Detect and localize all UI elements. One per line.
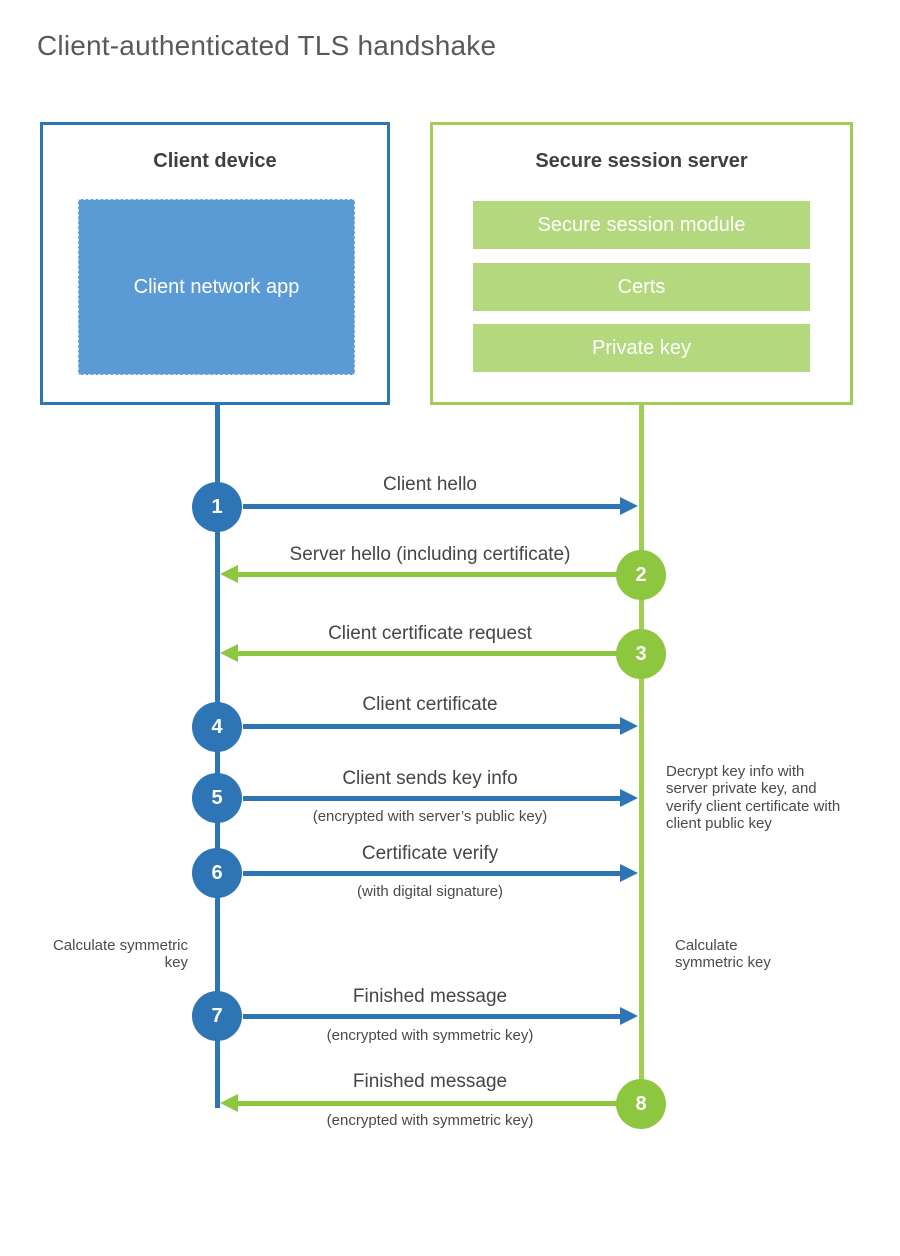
step-badge-1: 1 xyxy=(192,482,242,532)
message-sublabel: (encrypted with symmetric key) xyxy=(326,1112,534,1129)
message-sublabel: (with digital signature) xyxy=(357,883,503,900)
server-module-label: Certs xyxy=(617,275,666,298)
step-badge-8: 8 xyxy=(616,1079,666,1129)
step-badge-6: 6 xyxy=(192,848,242,898)
message-arrow xyxy=(243,864,638,882)
decrypt-note: Decrypt key info with server private key… xyxy=(666,763,841,832)
server-lifeline xyxy=(639,405,644,1104)
message-arrow xyxy=(220,1094,618,1112)
client-network-app-box: Client network app xyxy=(78,199,355,375)
step-badge-7: 7 xyxy=(192,991,242,1041)
message-arrow xyxy=(243,1007,638,1025)
step-badge-5: 5 xyxy=(192,773,242,823)
page-title: Client-authenticated TLS handshake xyxy=(37,30,497,61)
arrowhead-right-icon xyxy=(620,717,638,735)
message-sublabel: (encrypted with server’s public key) xyxy=(312,808,548,825)
server-module-secure-session: Secure session module xyxy=(473,201,810,249)
arrowhead-left-icon xyxy=(220,644,238,662)
client-device-title: Client device xyxy=(153,150,277,172)
arrowhead-right-icon xyxy=(620,497,638,515)
message-label: Finished message xyxy=(352,986,508,1007)
server-module-private-key: Private key xyxy=(473,324,810,372)
arrowhead-left-icon xyxy=(220,565,238,583)
message-arrow xyxy=(243,717,638,735)
arrowhead-right-icon xyxy=(620,789,638,807)
arrowhead-right-icon xyxy=(620,1007,638,1025)
message-label: Client certificate request xyxy=(328,623,532,644)
client-lifeline xyxy=(215,405,220,1108)
step-badge-3: 3 xyxy=(616,629,666,679)
secure-session-server-title: Secure session server xyxy=(535,150,748,172)
client-network-app-label: Client network app xyxy=(133,276,300,298)
message-arrow xyxy=(243,497,638,515)
step-badge-2: 2 xyxy=(616,550,666,600)
arrowhead-right-icon xyxy=(620,864,638,882)
message-label: Client sends key info xyxy=(342,768,518,789)
server-module-certs: Certs xyxy=(473,263,810,311)
server-module-label: Private key xyxy=(592,336,691,359)
message-sublabel: (encrypted with symmetric key) xyxy=(326,1027,534,1044)
message-label: Server hello (including certificate) xyxy=(289,544,571,565)
message-arrow xyxy=(220,644,618,662)
message-label: Certificate verify xyxy=(361,843,499,864)
step-badge-4: 4 xyxy=(192,702,242,752)
calculate-symmetric-key-note-client: Calculate symmetric key xyxy=(52,937,188,972)
message-label: Finished message xyxy=(352,1071,508,1092)
message-arrow xyxy=(220,565,618,583)
calculate-symmetric-key-note-server: Calculate symmetric key xyxy=(675,937,771,972)
message-arrow xyxy=(243,789,638,807)
arrowhead-left-icon xyxy=(220,1094,238,1112)
server-module-label: Secure session module xyxy=(537,213,746,236)
message-label: Client certificate xyxy=(362,694,498,715)
message-label: Client hello xyxy=(383,474,477,495)
